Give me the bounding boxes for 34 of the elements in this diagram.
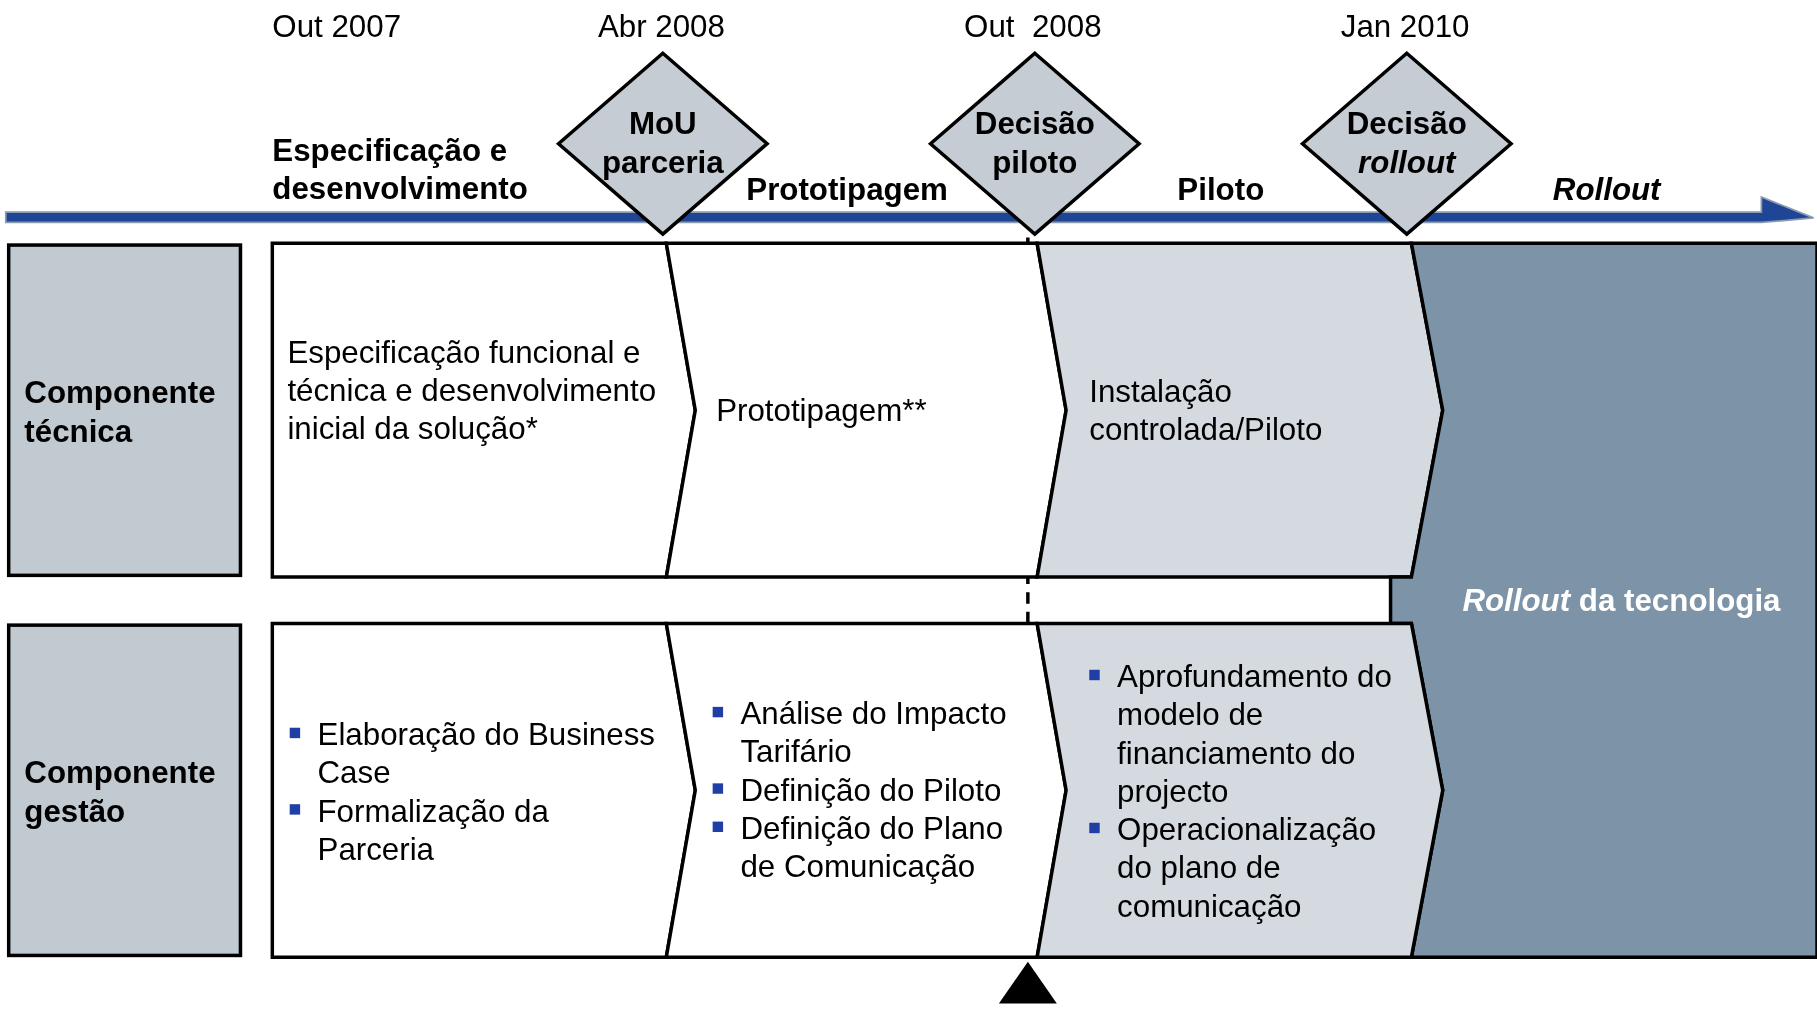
bullet-text: Análise do Impacto Tarifário	[740, 695, 1008, 772]
bullet-text: Definição do Piloto	[740, 771, 1002, 810]
date-label: Out 2007	[272, 8, 402, 47]
phase-panel	[666, 623, 1067, 958]
phase-title: Prototipagem	[746, 171, 948, 210]
date-label: Out 2008	[964, 8, 1102, 47]
phase-panel	[1037, 243, 1443, 578]
bullet-text: Operacionalização do plano de comunicação	[1117, 811, 1378, 926]
bullet-text: Definição do Plano de Comunicação	[740, 810, 1005, 887]
phase-text: Prototipagem**	[716, 391, 928, 430]
date-label: Jan 2010	[1340, 8, 1470, 47]
bullet-text: Formalização da Parceria	[317, 792, 550, 869]
row-header-text: Componente gestão	[24, 754, 217, 831]
phase-title: Rollout	[1552, 171, 1661, 210]
phase-title: Especificação e desenvolvimento	[272, 132, 529, 209]
row-header-box	[6, 243, 243, 578]
date-label: Abr 2008	[597, 8, 725, 47]
milestone-label: MoU parceria	[600, 105, 725, 182]
phase-title: Piloto	[1177, 171, 1265, 210]
phase-text: Rollout da tecnologia	[1462, 581, 1782, 620]
phase-text: Instalação controlada/Piloto	[1089, 373, 1324, 450]
rollout-shape	[1390, 243, 1817, 958]
phase-text: Especificação funcional e técnica e desenvolvimento inicial da solução*	[287, 333, 658, 449]
phase-panel	[272, 623, 696, 958]
milestone-diamond	[1302, 53, 1512, 235]
phase-panel	[272, 243, 696, 578]
row-header-text: Componente técnica	[24, 374, 217, 451]
bullet-text: Elaboração do Business Case	[317, 716, 656, 793]
bullet-text: Aprofundamento do modelo de financiamento do projecto	[1117, 658, 1393, 811]
milestone-label: Decisão piloto	[973, 105, 1096, 182]
milestone-label: Decisão rollout	[1345, 105, 1468, 182]
phase-panel	[666, 243, 1067, 578]
row-header-box	[6, 623, 243, 958]
phase-panel	[1037, 623, 1443, 958]
